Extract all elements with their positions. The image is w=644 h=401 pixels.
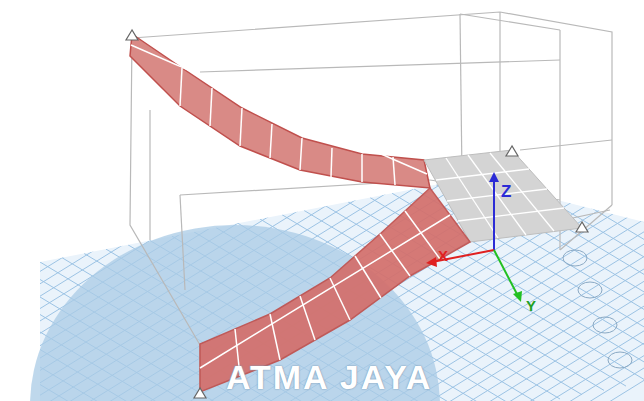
upper-stair-flight	[130, 34, 430, 188]
axis-triad	[426, 172, 522, 302]
watermark: ATMA JAYA	[226, 360, 432, 394]
grid-bubbles	[563, 250, 632, 368]
axis-label: X	[438, 248, 448, 263]
axis-label: Z	[501, 183, 511, 200]
frame-wireframe	[130, 12, 612, 395]
support-symbols	[126, 30, 588, 398]
axis-label: Y	[526, 298, 536, 313]
